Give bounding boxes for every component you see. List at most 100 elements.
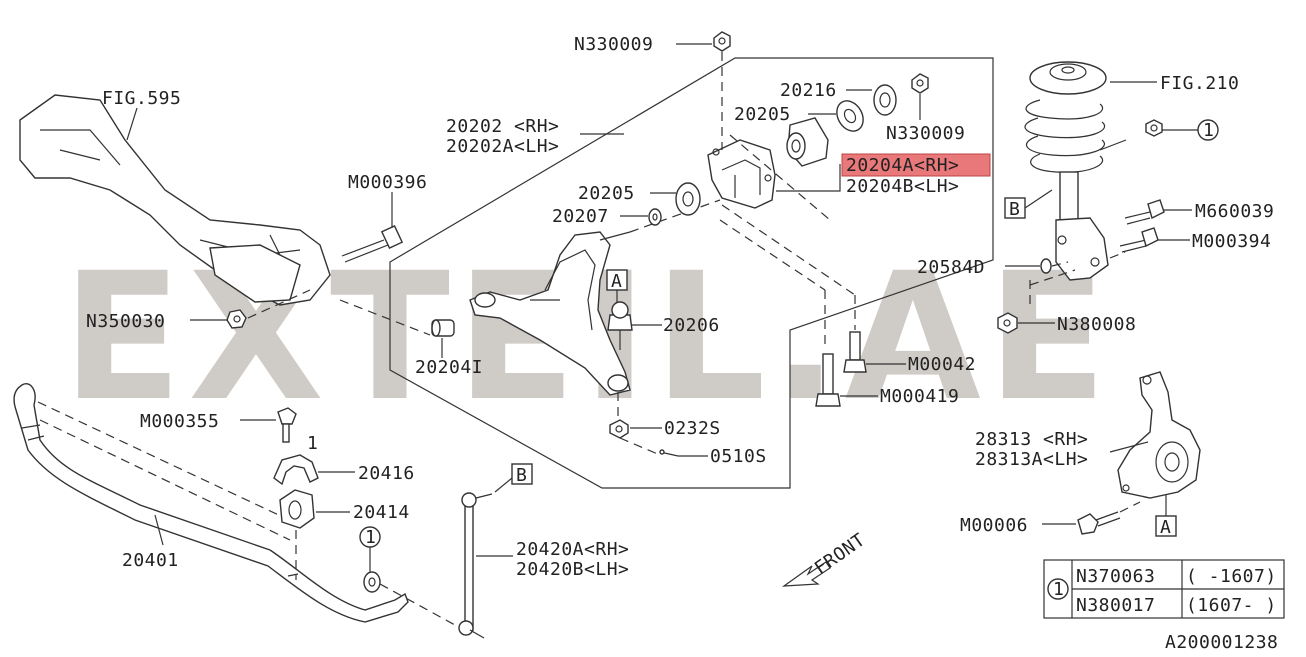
label-n380008[interactable]: N380008 xyxy=(1057,314,1136,335)
dash-line xyxy=(629,199,721,233)
label-28313a-lh[interactable]: 28313A<LH> xyxy=(975,449,1088,470)
control-arm-group-outline xyxy=(389,57,994,489)
stabilizer-link-20420[interactable] xyxy=(458,492,493,639)
callout-b-link[interactable] xyxy=(511,463,533,485)
nut-0232s[interactable] xyxy=(609,419,629,439)
label-20202-rh[interactable]: 20202 <RH> xyxy=(446,116,559,137)
label-20420b-lh[interactable]: 20420B<LH> xyxy=(516,559,629,580)
dash-line xyxy=(1029,269,1076,286)
note-row-range: ( -1607) xyxy=(1186,566,1277,587)
crossmember-fig595[interactable] xyxy=(19,94,331,306)
bolt-m00042[interactable] xyxy=(843,331,867,373)
bushing-20204a[interactable] xyxy=(786,117,829,167)
label-n350030[interactable]: N350030 xyxy=(86,311,165,332)
label-n330009-top[interactable]: N330009 xyxy=(574,34,653,55)
bolt-m000396[interactable] xyxy=(341,224,404,263)
callout-a-arm-label: A xyxy=(611,271,622,292)
note-table-key: 1 xyxy=(1053,579,1064,600)
label-20207[interactable]: 20207 xyxy=(552,206,609,227)
dash-line xyxy=(39,419,291,541)
label-n330009-right[interactable]: N330009 xyxy=(886,123,965,144)
dash-line xyxy=(729,134,831,221)
label-m000355[interactable]: M000355 xyxy=(140,411,219,432)
label-20204i[interactable]: 20204I xyxy=(415,357,483,378)
bolt-m000394[interactable] xyxy=(1119,227,1159,253)
label-m000396[interactable]: M000396 xyxy=(348,172,427,193)
dash-line xyxy=(1119,501,1141,513)
label-20416[interactable]: 20416 xyxy=(358,463,415,484)
washer-20205-lower[interactable] xyxy=(675,182,701,216)
callout-b-link-label: B xyxy=(516,465,527,486)
bushing-bracket[interactable] xyxy=(707,139,776,209)
callout-b-strut-label: B xyxy=(1009,199,1020,220)
nut-strut-top[interactable] xyxy=(1145,119,1163,137)
label-20414[interactable]: 20414 xyxy=(353,502,410,523)
washer-20205-upper[interactable] xyxy=(832,96,869,136)
dash-line xyxy=(721,204,856,296)
washer-20216[interactable] xyxy=(873,84,897,116)
label-0232s[interactable]: 0232S xyxy=(664,418,721,439)
leader-28313 xyxy=(1109,441,1149,453)
nut-n330009-right[interactable] xyxy=(911,73,929,94)
diagram-id: A200001238 xyxy=(1165,632,1278,653)
nut-n380008[interactable] xyxy=(997,312,1018,334)
label-20401[interactable]: 20401 xyxy=(122,550,179,571)
label-m660039[interactable]: M660039 xyxy=(1195,201,1274,222)
label-20206[interactable]: 20206 xyxy=(663,315,720,336)
washer-20584d[interactable] xyxy=(1040,258,1052,274)
label-front: FRONT xyxy=(811,529,869,579)
nut-stabilizer[interactable] xyxy=(363,571,381,593)
bolt-m000419[interactable] xyxy=(815,353,841,407)
label-20204a-rh[interactable]: 20204A<RH> xyxy=(846,155,959,176)
dash-line xyxy=(247,289,311,319)
note-row-part: N370063 xyxy=(1076,566,1155,587)
ball-joint-20206[interactable] xyxy=(607,301,633,350)
label-20205-lower[interactable]: 20205 xyxy=(578,183,635,204)
circle-callout-1-table xyxy=(1047,578,1069,600)
dash-line xyxy=(619,437,661,456)
bolt-m660039[interactable] xyxy=(1124,199,1165,225)
highlight-20204a xyxy=(841,153,991,177)
label-bracket-1: 1 xyxy=(307,433,318,454)
label-fig210[interactable]: FIG.210 xyxy=(1160,73,1239,94)
bushing-20204i[interactable] xyxy=(431,319,455,337)
circle-callout-1-left-label: 1 xyxy=(365,527,376,548)
cotter-pin-0510s[interactable] xyxy=(659,449,679,457)
label-28313-rh[interactable]: 28313 <RH> xyxy=(975,429,1088,450)
label-m00042[interactable]: M00042 xyxy=(908,354,976,375)
washer-20207[interactable] xyxy=(648,208,662,226)
circle-callout-1-top[interactable] xyxy=(1197,119,1219,141)
bushing-20414[interactable] xyxy=(279,489,315,529)
leader-fig595 xyxy=(126,107,138,141)
leader-callout-b-strut xyxy=(1024,189,1053,209)
front-direction-arrow: FRONT xyxy=(781,529,869,587)
dash-line xyxy=(1051,261,1069,267)
nut-n330009-top[interactable] xyxy=(713,31,731,52)
label-0510s[interactable]: 0510S xyxy=(710,446,767,467)
note-row-range: (1607- ) xyxy=(1186,595,1277,616)
label-20204b-lh[interactable]: 20204B<LH> xyxy=(846,176,959,197)
label-20420a-rh[interactable]: 20420A<RH> xyxy=(516,539,629,560)
steering-knuckle-28313[interactable] xyxy=(1117,371,1201,499)
leader-callout-b-link xyxy=(494,477,513,493)
callout-a-knuckle-label: A xyxy=(1160,517,1171,538)
label-20584d[interactable]: 20584D xyxy=(917,257,985,278)
dash-line xyxy=(719,219,826,291)
label-20216[interactable]: 20216 xyxy=(780,80,837,101)
leader-20401 xyxy=(154,514,164,546)
stabilizer-bar-20401[interactable] xyxy=(13,383,409,623)
label-fig595[interactable]: FIG.595 xyxy=(102,88,181,109)
bolt-m00006[interactable] xyxy=(1077,511,1121,535)
label-m00006[interactable]: M00006 xyxy=(960,515,1028,536)
clamp-20416[interactable] xyxy=(273,454,319,486)
label-m000419[interactable]: M000419 xyxy=(880,386,959,407)
lower-control-arm[interactable] xyxy=(469,231,631,396)
note-table: 1 N370063 ( -1607) N380017 (1607- ) xyxy=(1043,559,1285,619)
bolt-m000355[interactable] xyxy=(277,407,297,443)
label-20205-upper[interactable]: 20205 xyxy=(734,104,791,125)
dash-line xyxy=(1109,251,1126,259)
label-m000394[interactable]: M000394 xyxy=(1192,231,1271,252)
label-20202a-lh[interactable]: 20202A<LH> xyxy=(446,136,559,157)
